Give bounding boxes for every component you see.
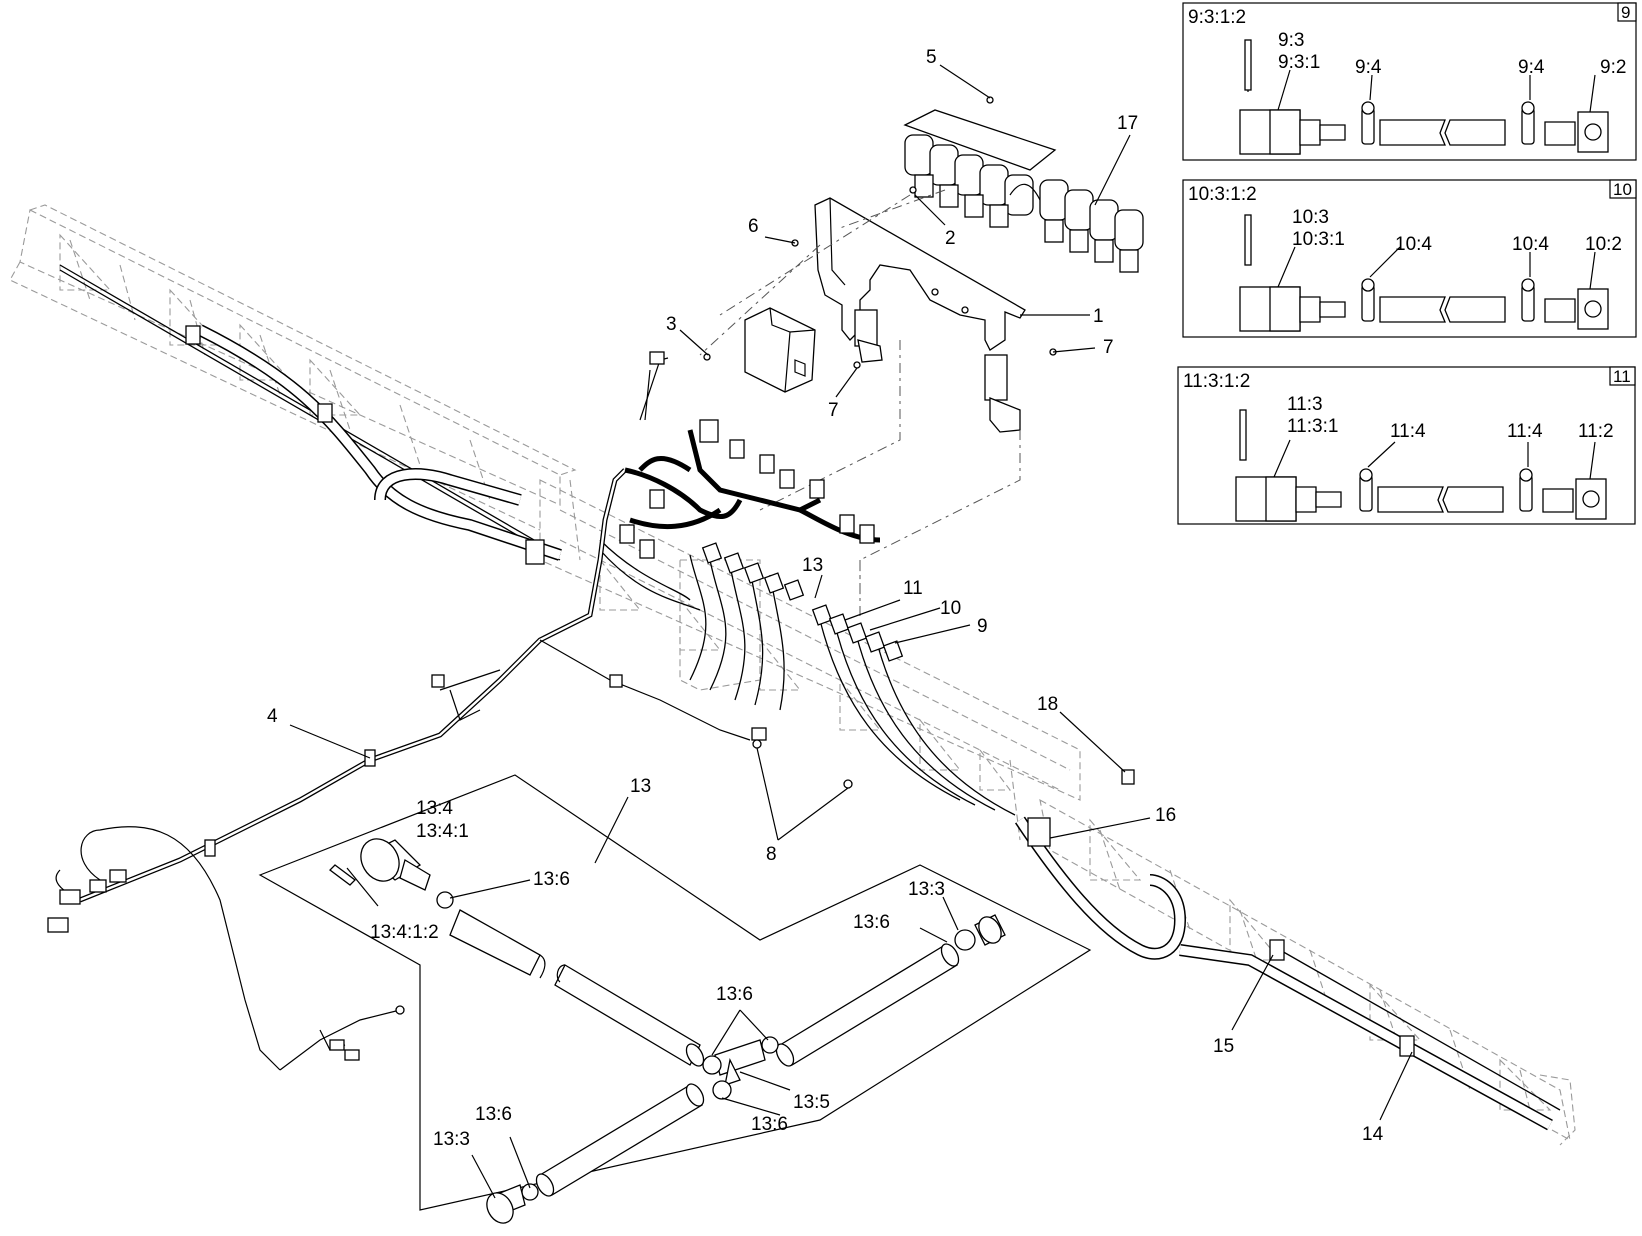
label-13-3-a: 13:3: [908, 879, 945, 900]
inset-10-label-a: 10:3:1:2: [1188, 184, 1257, 205]
callout-13a: 13: [802, 555, 823, 576]
label-13-4-1: 13:4:1: [416, 821, 469, 842]
label-13-6-e: 13:6: [475, 1104, 512, 1125]
inset-10: [1182, 179, 1637, 338]
callout-14: 14: [1362, 1124, 1384, 1145]
callout-4: 4: [267, 706, 278, 727]
inset-10-label-e: 10:4: [1512, 234, 1549, 255]
inset-9-tag: 9: [1621, 3, 1630, 22]
label-13-6-a: 13:6: [533, 869, 570, 890]
inset-11-tag: 11: [1613, 367, 1631, 386]
callout-2: 2: [945, 228, 956, 249]
callout-7b: 7: [828, 400, 839, 421]
label-13-4-1-2: 13:4:1:2: [370, 922, 439, 943]
label-13-3-b: 13:3: [433, 1129, 470, 1150]
callout-9: 9: [977, 616, 988, 637]
inset-9-label-b: 9:3: [1278, 30, 1304, 51]
inset-11-label-d: 11:4: [1390, 421, 1426, 442]
label-13-4: 13:4: [416, 798, 453, 819]
label-13-6-c: 13:6: [716, 984, 753, 1005]
callout-7a: 7: [1103, 337, 1114, 358]
detail-13-panel: [258, 774, 1092, 1224]
inset-10-label-c: 10:3:1: [1292, 229, 1345, 250]
callout-10: 10: [940, 598, 961, 619]
inset-11-label-e: 11:4: [1507, 421, 1543, 442]
callout-11: 11: [903, 578, 923, 599]
control-block-assembly: [903, 109, 1144, 273]
inset-11: [1177, 366, 1636, 525]
inset-10-label-f: 10:2: [1585, 234, 1622, 255]
callout-16: 16: [1155, 805, 1176, 826]
callout-15: 15: [1213, 1036, 1234, 1057]
hydraulic-hoses: [59, 264, 1561, 1131]
leader-lines: [289, 64, 1413, 1199]
inset-10-labels: 10 10:3:1:2 10:3 10:3:1 10:4 10:4 10:2: [1188, 180, 1632, 255]
callouts: 1 2 3 4 5 6 7 7 8 9 10 11 13 13 14 15 16…: [267, 47, 1384, 1145]
callout-18: 18: [1037, 694, 1058, 715]
callout-13b: 13: [630, 776, 651, 797]
inset-9-label-c: 9:3:1: [1278, 52, 1320, 73]
assembly-lines: [699, 189, 1021, 620]
inset-9-label-a: 9:3:1:2: [1188, 7, 1246, 28]
inset-10-label-d: 10:4: [1395, 234, 1432, 255]
inset-9: [1182, 2, 1637, 161]
inset-11-label-a: 11:3:1:2: [1183, 371, 1250, 392]
inset-9-labels: 9 9:3:1:2 9:3 9:3:1 9:4 9:4 9:2: [1188, 3, 1630, 78]
detail-13-labels: 13:4 13:4:1 13:4:1:2 13:6 13:3 13:6 13:6…: [370, 798, 945, 1150]
callout-5: 5: [926, 47, 937, 68]
inset-9-label-f: 9:2: [1600, 57, 1626, 78]
callout-1: 1: [1093, 306, 1104, 327]
inset-11-label-b: 11:3: [1287, 394, 1323, 415]
callout-8: 8: [766, 844, 777, 865]
wiring-harness: [47, 351, 881, 1071]
inset-10-tag: 10: [1613, 180, 1632, 199]
boom-frame-outline: [9, 204, 1576, 1146]
callout-6: 6: [748, 216, 759, 237]
junction-box: [744, 307, 816, 393]
inset-9-label-d: 9:4: [1355, 57, 1382, 78]
label-13-5: 13:5: [793, 1092, 830, 1113]
inset-11-label-c: 11:3:1: [1287, 416, 1338, 437]
label-13-6-d: 13:6: [751, 1114, 788, 1135]
inset-9-label-e: 9:4: [1518, 57, 1545, 78]
inset-11-label-f: 11:2: [1578, 421, 1614, 442]
label-13-6-b: 13:6: [853, 912, 890, 933]
callout-17: 17: [1117, 113, 1138, 134]
mounting-bracket: [814, 197, 1026, 433]
quick-couplings: [701, 96, 1135, 789]
inset-10-label-b: 10:3: [1292, 207, 1329, 228]
inset-11-labels: 11 11:3:1:2 11:3 11:3:1 11:4 11:4 11:2: [1183, 367, 1631, 442]
callout-3: 3: [666, 314, 677, 335]
